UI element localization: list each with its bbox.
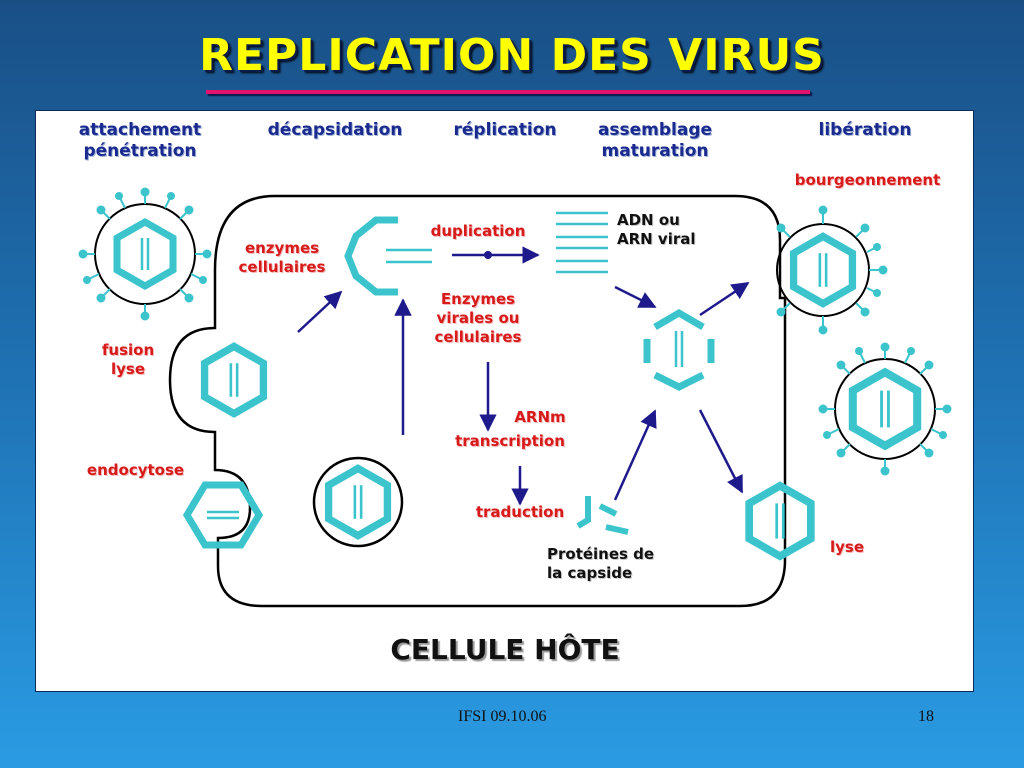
capsid-proteins: [576, 496, 629, 535]
capsid-endocytose: [182, 481, 264, 549]
budding-virus-2: [818, 342, 952, 476]
label-lyse-right: lyse: [829, 538, 865, 556]
label-duplication: duplication: [430, 222, 526, 240]
stage-maturation: maturation: [601, 141, 709, 162]
stage-liberation: libération: [818, 120, 912, 140]
stage-replication: réplication: [453, 120, 557, 140]
process-arrows: [297, 246, 750, 506]
label-traduction: traduction: [475, 503, 565, 521]
capsid-assemblage: [643, 308, 715, 391]
label-cellule-hote: CELLULE HÔTE: [390, 633, 620, 666]
host-cell-membrane: [168, 194, 787, 608]
endosome-vesicle: [312, 456, 404, 548]
stage-decapsidation: décapsidation: [267, 120, 403, 140]
label-adn-arn-viral: ADN ou ARN viral: [617, 211, 696, 248]
budding-virus-1: [776, 205, 888, 335]
label-bourgeonnement: bourgeonnement: [794, 171, 941, 189]
enveloped-virus-attaching: [78, 187, 212, 321]
page-number: 18: [918, 708, 934, 725]
label-fusion-lyse: fusion lyse: [101, 341, 155, 378]
title-underline: [206, 90, 810, 94]
stage-penetration: pénétration: [83, 141, 197, 162]
capsid-decapsidation: [344, 216, 432, 296]
label-proteines-capside: Protéines de la capside: [547, 545, 655, 582]
stage-attachement: attachement pénétration: [60, 120, 220, 163]
replicated-genomes: [556, 211, 608, 274]
stage-assemblage: assemblage maturation: [580, 120, 730, 163]
slide-title: REPLICATION DES VIRUS: [199, 30, 825, 81]
capsid-fusion: [205, 346, 264, 413]
label-transcription: transcription: [455, 432, 565, 450]
label-endocytose: endocytose: [86, 461, 185, 479]
label-enzymes-virales: Enzymes virales ou cellulaires: [434, 290, 522, 346]
capsid-lyse: [749, 486, 811, 556]
footer-center: IFSI 09.10.06: [458, 708, 547, 725]
label-arnm: ARNm: [514, 408, 566, 426]
label-enzymes-cellulaires: enzymes cellulaires: [238, 239, 326, 276]
